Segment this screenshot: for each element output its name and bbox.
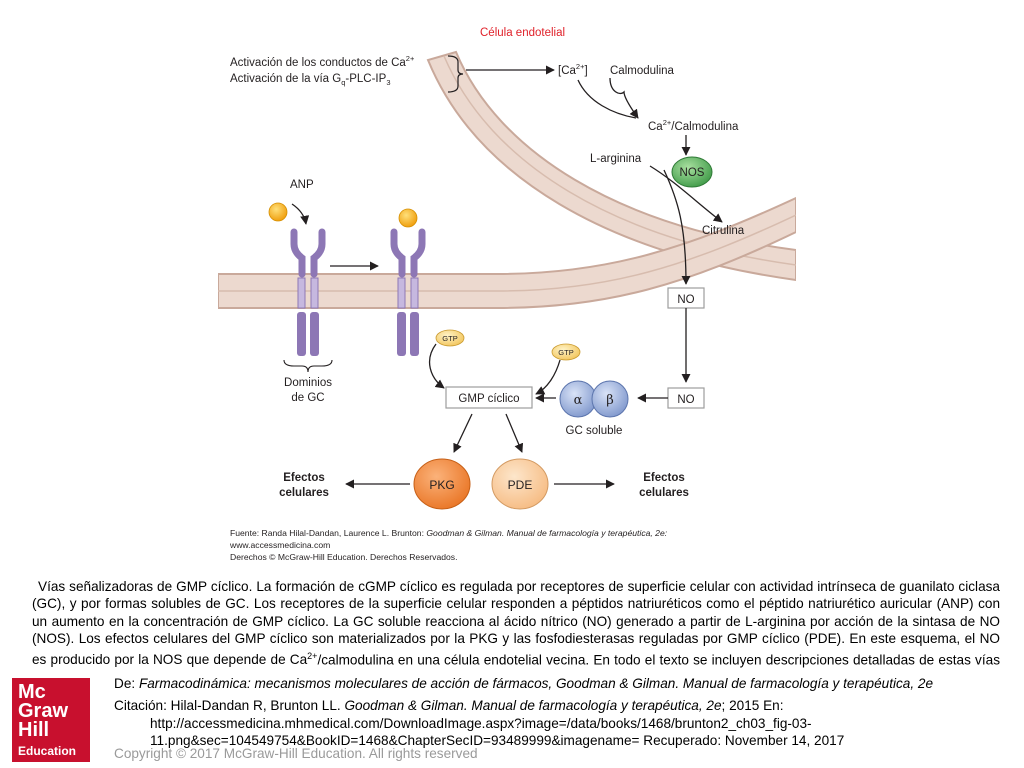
mcgraw-hill-logo: Mc Graw Hill Education — [12, 678, 90, 762]
gtp-right-label: GTP — [558, 348, 573, 357]
efectos-left-line-2: celulares — [279, 487, 329, 499]
gmp-ciclico-label: GMP cíclico — [458, 393, 519, 405]
efectos-left-line-1: Efectos — [283, 472, 325, 484]
domains-bracket — [283, 359, 333, 373]
gc-receptor-bound — [390, 208, 426, 356]
arrow-ca-join — [577, 79, 637, 119]
activation-line-1: Activación de los conductos de Ca2+ — [230, 54, 415, 69]
citation: Citación: Hilal-Dandan R, Brunton LL. Go… — [114, 697, 894, 750]
calmodulina-label: Calmodulina — [610, 65, 675, 77]
pde-enzyme — [491, 458, 549, 510]
arrow-to-ca-calmodulin — [609, 77, 639, 119]
no-bottom-label: NO — [677, 394, 694, 406]
arrow-gmp-to-pkg — [453, 413, 473, 453]
alpha-label: α — [574, 393, 583, 408]
figure-caption: Vías señalizadoras de GMP cíclico. La fo… — [32, 579, 1000, 685]
efectos-right-line-2: celulares — [639, 487, 689, 499]
arrow-gtp-left — [428, 343, 445, 389]
pkg-kinase — [413, 458, 471, 510]
diagram-canvas: Célula endotelial Activación de los cond… — [218, 27, 796, 562]
no-top-label: NO — [677, 294, 694, 306]
activation-bracket — [447, 55, 464, 93]
anp-ligand — [268, 202, 288, 222]
gc-soluble-label: GC soluble — [566, 425, 623, 437]
gtp-left — [435, 329, 465, 347]
copyright: Copyright © 2017 McGraw-Hill Education. … — [114, 746, 478, 761]
footer: Mc Graw Hill Education De: Farmacodinámi… — [0, 668, 1024, 768]
gtp-right — [551, 343, 581, 361]
arrow-gtp-right — [535, 359, 561, 395]
source-line-1: Fuente: Randa Hilal-Dandan, Laurence L. … — [230, 528, 668, 538]
gc-receptor-unbound — [290, 228, 326, 356]
citation-url-line-1[interactable]: http://accessmedicina.mhmedical.com/Down… — [150, 715, 812, 731]
gtp-left-label: GTP — [442, 334, 457, 343]
ca-concentration-label: [Ca2+] — [558, 62, 588, 77]
gc-beta-subunit — [591, 380, 629, 418]
pde-label: PDE — [508, 478, 533, 492]
beta-label: β — [606, 393, 614, 408]
target-cell-membrane — [218, 196, 796, 309]
arrow-gmp-to-pde — [505, 413, 524, 453]
source-line-2: www.accessmedicina.com — [229, 540, 330, 550]
dominios-line-2: de GC — [291, 392, 324, 404]
source-line-3: Derechos © McGraw-Hill Education. Derech… — [230, 552, 457, 562]
source-from: De: Farmacodinámica: mecanismos molecula… — [114, 676, 934, 691]
l-arginina-label: L-arginina — [590, 153, 642, 165]
arrow-to-no-top — [663, 169, 691, 285]
dominios-line-1: Dominios — [284, 377, 332, 389]
efectos-right-line-1: Efectos — [643, 472, 685, 484]
citrulina-label: Citrulina — [702, 225, 745, 237]
nos-label: NOS — [680, 167, 705, 179]
arrow-anp-binding — [291, 203, 310, 225]
figure-title: Célula endotelial — [480, 27, 565, 39]
pkg-label: PKG — [429, 478, 454, 492]
nos-enzyme — [671, 156, 713, 188]
ca-calmodulin-label: Ca2+/Calmodulina — [648, 118, 739, 133]
activation-line-2: Activación de la vía Gq-PLC-IP3 — [230, 73, 390, 87]
anp-label: ANP — [290, 179, 314, 191]
arrow-to-citrulina — [649, 165, 723, 223]
citation-url-line-2[interactable]: 11.png&sec=104549754&BookID=1468&Chapter… — [150, 733, 845, 748]
cgmp-signaling-diagram: Célula endotelial Activación de los cond… — [218, 22, 796, 567]
gmp-ciclico-box — [445, 386, 533, 409]
